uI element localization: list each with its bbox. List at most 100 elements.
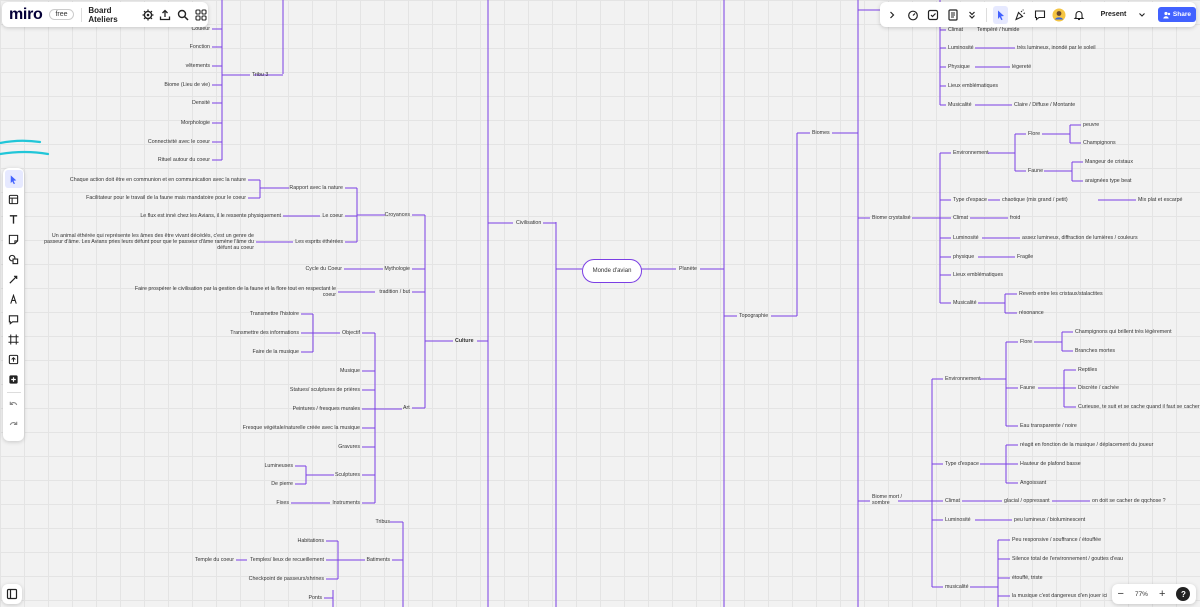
plan-badge[interactable]: free xyxy=(49,9,73,20)
mindmap-node[interactable]: Eau transparente / noire xyxy=(1020,423,1077,429)
present-dropdown-chevron-icon[interactable] xyxy=(1134,6,1150,24)
mindmap-node[interactable]: Lieux emblématiques xyxy=(953,272,1003,278)
mindmap-node[interactable]: Densité xyxy=(192,100,210,106)
mindmap-node[interactable]: Type d'espace xyxy=(953,197,987,203)
mindmap-node[interactable]: très lumineux, inondé par le soleil xyxy=(1017,45,1096,51)
mindmap-node[interactable]: assez lumineux, diffraction de lumières … xyxy=(1022,235,1138,241)
mindmap-node[interactable]: Type d'espace xyxy=(945,461,979,467)
mindmap-node[interactable]: Le coeur xyxy=(322,213,343,219)
comment-icon[interactable] xyxy=(1032,6,1048,24)
miro-logo[interactable]: miro xyxy=(9,6,42,24)
mindmap-node[interactable]: Biome crystalisé xyxy=(872,215,911,221)
mindmap-node[interactable]: Chaque action doit être en communion et … xyxy=(70,177,246,183)
mindmap-node[interactable]: Culture xyxy=(455,338,474,344)
mindmap-node[interactable]: Reverb entre les cristaux/stalactites xyxy=(1019,291,1103,297)
mindmap-node[interactable]: Checkpoint de passeurs/shrines xyxy=(249,576,324,582)
mindmap-node[interactable]: Objectif xyxy=(342,330,360,336)
mindmap-node[interactable]: Civilisation xyxy=(516,220,541,226)
mindmap-node[interactable]: résonance xyxy=(1019,310,1044,316)
app-grid-icon[interactable] xyxy=(193,6,208,24)
mindmap-node[interactable]: Batiments xyxy=(366,557,390,563)
mindmap-node[interactable]: Reptiles xyxy=(1078,367,1097,373)
mindmap-node[interactable]: Gravures xyxy=(338,444,360,450)
mindmap-node[interactable]: Champignons xyxy=(1083,140,1116,146)
mindmap-node[interactable]: Environnement xyxy=(953,150,989,156)
mindmap-node[interactable]: Tempéré / humide xyxy=(977,27,1019,33)
mindmap-node[interactable]: Champignons qui brillent très légèrement xyxy=(1075,329,1172,335)
bell-notification-icon[interactable] xyxy=(1071,6,1087,24)
mindmap-node[interactable]: on doit se cacher de qqchose ? xyxy=(1092,498,1166,504)
mindmap-node[interactable]: Peintures / fresques murales xyxy=(293,406,360,412)
mindmap-node[interactable]: froid xyxy=(1010,215,1020,221)
mindmap-node[interactable]: Flore xyxy=(1020,339,1032,345)
mindmap-node[interactable]: Morphologie xyxy=(181,120,210,126)
mindmap-node[interactable]: Biomes xyxy=(812,130,830,136)
notes-icon[interactable] xyxy=(945,6,961,24)
mindmap-node[interactable]: Lumineuses xyxy=(264,463,293,469)
mindmap-node[interactable]: Sculptures xyxy=(335,472,360,478)
settings-gear-icon[interactable] xyxy=(141,6,156,24)
mindmap-node[interactable]: araignées type beat xyxy=(1085,178,1132,184)
mindmap-node[interactable]: Silence total de l'environnement / goutt… xyxy=(1012,556,1123,562)
sticky-note-icon[interactable] xyxy=(5,230,23,248)
voting-icon[interactable] xyxy=(925,6,941,24)
mindmap-node[interactable]: tradition / but xyxy=(379,289,410,295)
mindmap-root-node[interactable]: Monde d'avian xyxy=(582,259,642,283)
mindmap-node[interactable]: Transmettre l'histoire xyxy=(250,311,299,317)
mindmap-node[interactable]: Fresque végétale/naturelle créée avec la… xyxy=(243,425,360,431)
chevron-right-icon[interactable] xyxy=(884,6,900,24)
mindmap-node[interactable]: légereté xyxy=(1012,64,1031,70)
mindmap-node[interactable]: Luminosité xyxy=(945,517,971,523)
mindmap-node[interactable]: Topographie xyxy=(739,313,768,319)
mindmap-node[interactable]: chaotique (mix grand / petit) xyxy=(1002,197,1068,203)
mindmap-node[interactable]: Luminosité xyxy=(948,45,974,51)
user-avatar-icon[interactable] xyxy=(1051,6,1067,24)
shapes-icon[interactable] xyxy=(5,250,23,268)
double-chevron-down-icon[interactable] xyxy=(964,6,980,24)
mindmap-node[interactable]: Faune xyxy=(1020,385,1035,391)
mindmap-node[interactable]: Physique xyxy=(948,64,970,70)
mindmap-node[interactable]: Faune xyxy=(1028,168,1043,174)
cursor-pointer-icon[interactable] xyxy=(993,6,1009,24)
mindmap-node[interactable]: Faire prospérer le civilisation par la g… xyxy=(126,286,336,298)
mindmap-node[interactable]: Climat xyxy=(948,27,963,33)
mindmap-node[interactable]: Angoissant xyxy=(1020,480,1046,486)
mindmap-node[interactable]: physique xyxy=(953,254,974,260)
mindmap-node[interactable]: Environnement xyxy=(945,376,981,382)
mindmap-node[interactable]: Temple du coeur xyxy=(195,557,234,563)
help-icon[interactable]: ? xyxy=(1176,587,1190,601)
mindmap-node[interactable]: Planète xyxy=(679,266,697,272)
search-icon[interactable] xyxy=(176,6,191,24)
mindmap-node[interactable]: Le flux est inné chez les Avians, il le … xyxy=(140,213,281,219)
mindmap-node[interactable]: Luminosité xyxy=(953,235,979,241)
comment-tool-icon[interactable] xyxy=(5,310,23,328)
mindmap-node[interactable]: Faire de la musique xyxy=(252,349,299,355)
mindmap-node[interactable]: Tribus xyxy=(375,519,390,525)
mindmap-node[interactable]: Croyances xyxy=(385,212,410,218)
mindmap-node[interactable]: Cycle du Coeur xyxy=(305,266,342,272)
mindmap-node[interactable]: Musicalité xyxy=(953,300,977,306)
mindmap-node[interactable]: Facilitateur pour le travail de la faune… xyxy=(86,195,246,201)
mindmap-node[interactable]: Transmettre des informations xyxy=(230,330,299,336)
mindmap-node[interactable]: Fragile xyxy=(1017,254,1033,260)
mindmap-node[interactable]: Biome mort / sombre xyxy=(872,494,912,506)
mindmap-node[interactable]: Flore xyxy=(1028,131,1040,137)
zoom-level[interactable]: 77% xyxy=(1135,591,1148,598)
mindmap-node[interactable]: Mythologie xyxy=(384,266,410,272)
present-button[interactable]: Present xyxy=(1101,11,1127,18)
mindmap-node[interactable]: Fonction xyxy=(190,44,210,50)
mindmap-node[interactable]: Mix plat et escarpé xyxy=(1138,197,1182,203)
mindmap-node[interactable]: Statues/ sculptures de prières xyxy=(290,387,360,393)
frame-icon[interactable] xyxy=(5,330,23,348)
mindmap-node[interactable]: peu lumineux / bioluminescent xyxy=(1014,517,1085,523)
mindmap-node[interactable]: musicalité xyxy=(945,584,969,590)
mindmap-node[interactable]: Instruments xyxy=(332,500,360,506)
connection-line-icon[interactable] xyxy=(5,270,23,288)
mindmap-node[interactable]: peuvre xyxy=(1083,122,1099,128)
templates-icon[interactable] xyxy=(5,190,23,208)
mindmap-node[interactable]: glacial / oppressant xyxy=(1004,498,1050,504)
mindmap-node[interactable]: Art xyxy=(403,405,410,411)
board-name[interactable]: Board Ateliers xyxy=(88,6,132,24)
upload-export-icon[interactable] xyxy=(158,6,173,24)
